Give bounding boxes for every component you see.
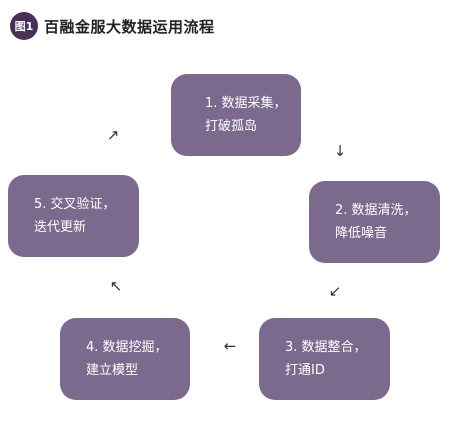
step-5-sublabel: 迭代更新: [34, 220, 87, 235]
figure-header: 图1 百融金服大数据运用流程: [10, 11, 215, 41]
step-node-1-data-collection: 1. 数据采集， 打破孤岛: [171, 74, 301, 156]
arrow-down-left-icon: ↙: [328, 282, 342, 300]
step-node-5-cross-validation: 5. 交叉验证， 迭代更新: [8, 175, 139, 257]
step-node-3-data-integration: 3. 数据整合， 打通ID: [259, 318, 390, 400]
arrow-left-icon: ←: [223, 337, 237, 355]
step-1-sublabel: 打破孤岛: [205, 119, 258, 134]
step-3-label: 3. 数据整合，: [285, 340, 367, 355]
arrow-up-right-icon: ↗: [106, 126, 120, 144]
step-node-4-data-mining: 4. 数据挖掘， 建立模型: [60, 318, 190, 400]
figure-number-badge: 图1: [10, 12, 38, 40]
diagram-title: 百融金服大数据运用流程: [44, 17, 215, 36]
step-4-label: 4. 数据挖掘，: [86, 340, 168, 355]
arrow-up-left-icon: ↖: [109, 277, 123, 295]
arrow-down-icon: ↓: [333, 142, 347, 160]
step-1-label: 1. 数据采集，: [205, 96, 287, 111]
step-5-label: 5. 交叉验证，: [34, 197, 116, 212]
step-3-sublabel: 打通ID: [285, 363, 325, 378]
step-node-2-data-cleaning: 2. 数据清洗， 降低噪音: [309, 181, 440, 263]
step-4-sublabel: 建立模型: [86, 363, 139, 378]
step-2-sublabel: 降低噪音: [335, 226, 388, 241]
step-2-label: 2. 数据清洗，: [335, 203, 417, 218]
